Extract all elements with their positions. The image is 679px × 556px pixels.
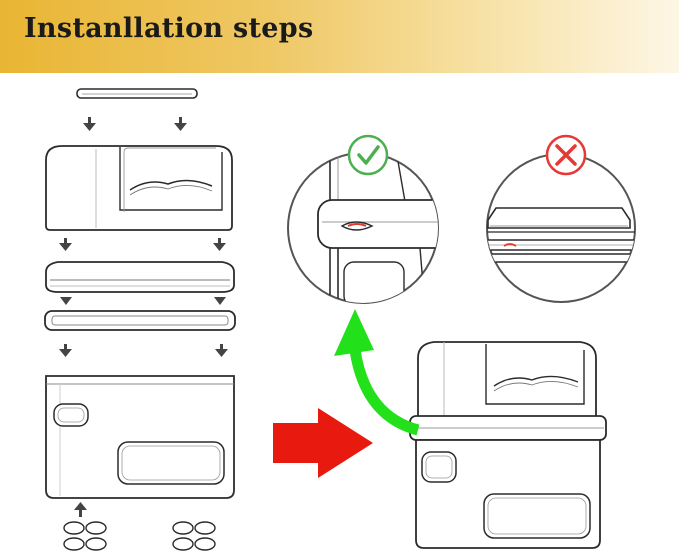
arrow-down-icon — [59, 344, 228, 357]
assembled-bin — [409, 341, 607, 549]
bin-body — [45, 375, 235, 499]
check-mark-icon — [347, 134, 389, 176]
detail-wrong — [486, 134, 636, 303]
lid-base — [45, 261, 235, 293]
header-banner: Instanllation steps — [0, 0, 679, 73]
page-title: Instanllation steps — [24, 13, 314, 44]
big-red-arrow — [273, 408, 373, 478]
arrow-down-icon — [83, 117, 187, 131]
arrow-down-icon — [60, 297, 226, 305]
lid-panel — [76, 88, 198, 99]
arrow-down-icon — [59, 238, 226, 251]
frame-ring — [44, 310, 236, 331]
swing-cover — [45, 145, 233, 231]
green-curved-arrow — [334, 309, 420, 436]
arrow-up-icon — [74, 502, 87, 517]
rubber-feet — [63, 521, 216, 551]
detail-correct — [287, 134, 439, 304]
